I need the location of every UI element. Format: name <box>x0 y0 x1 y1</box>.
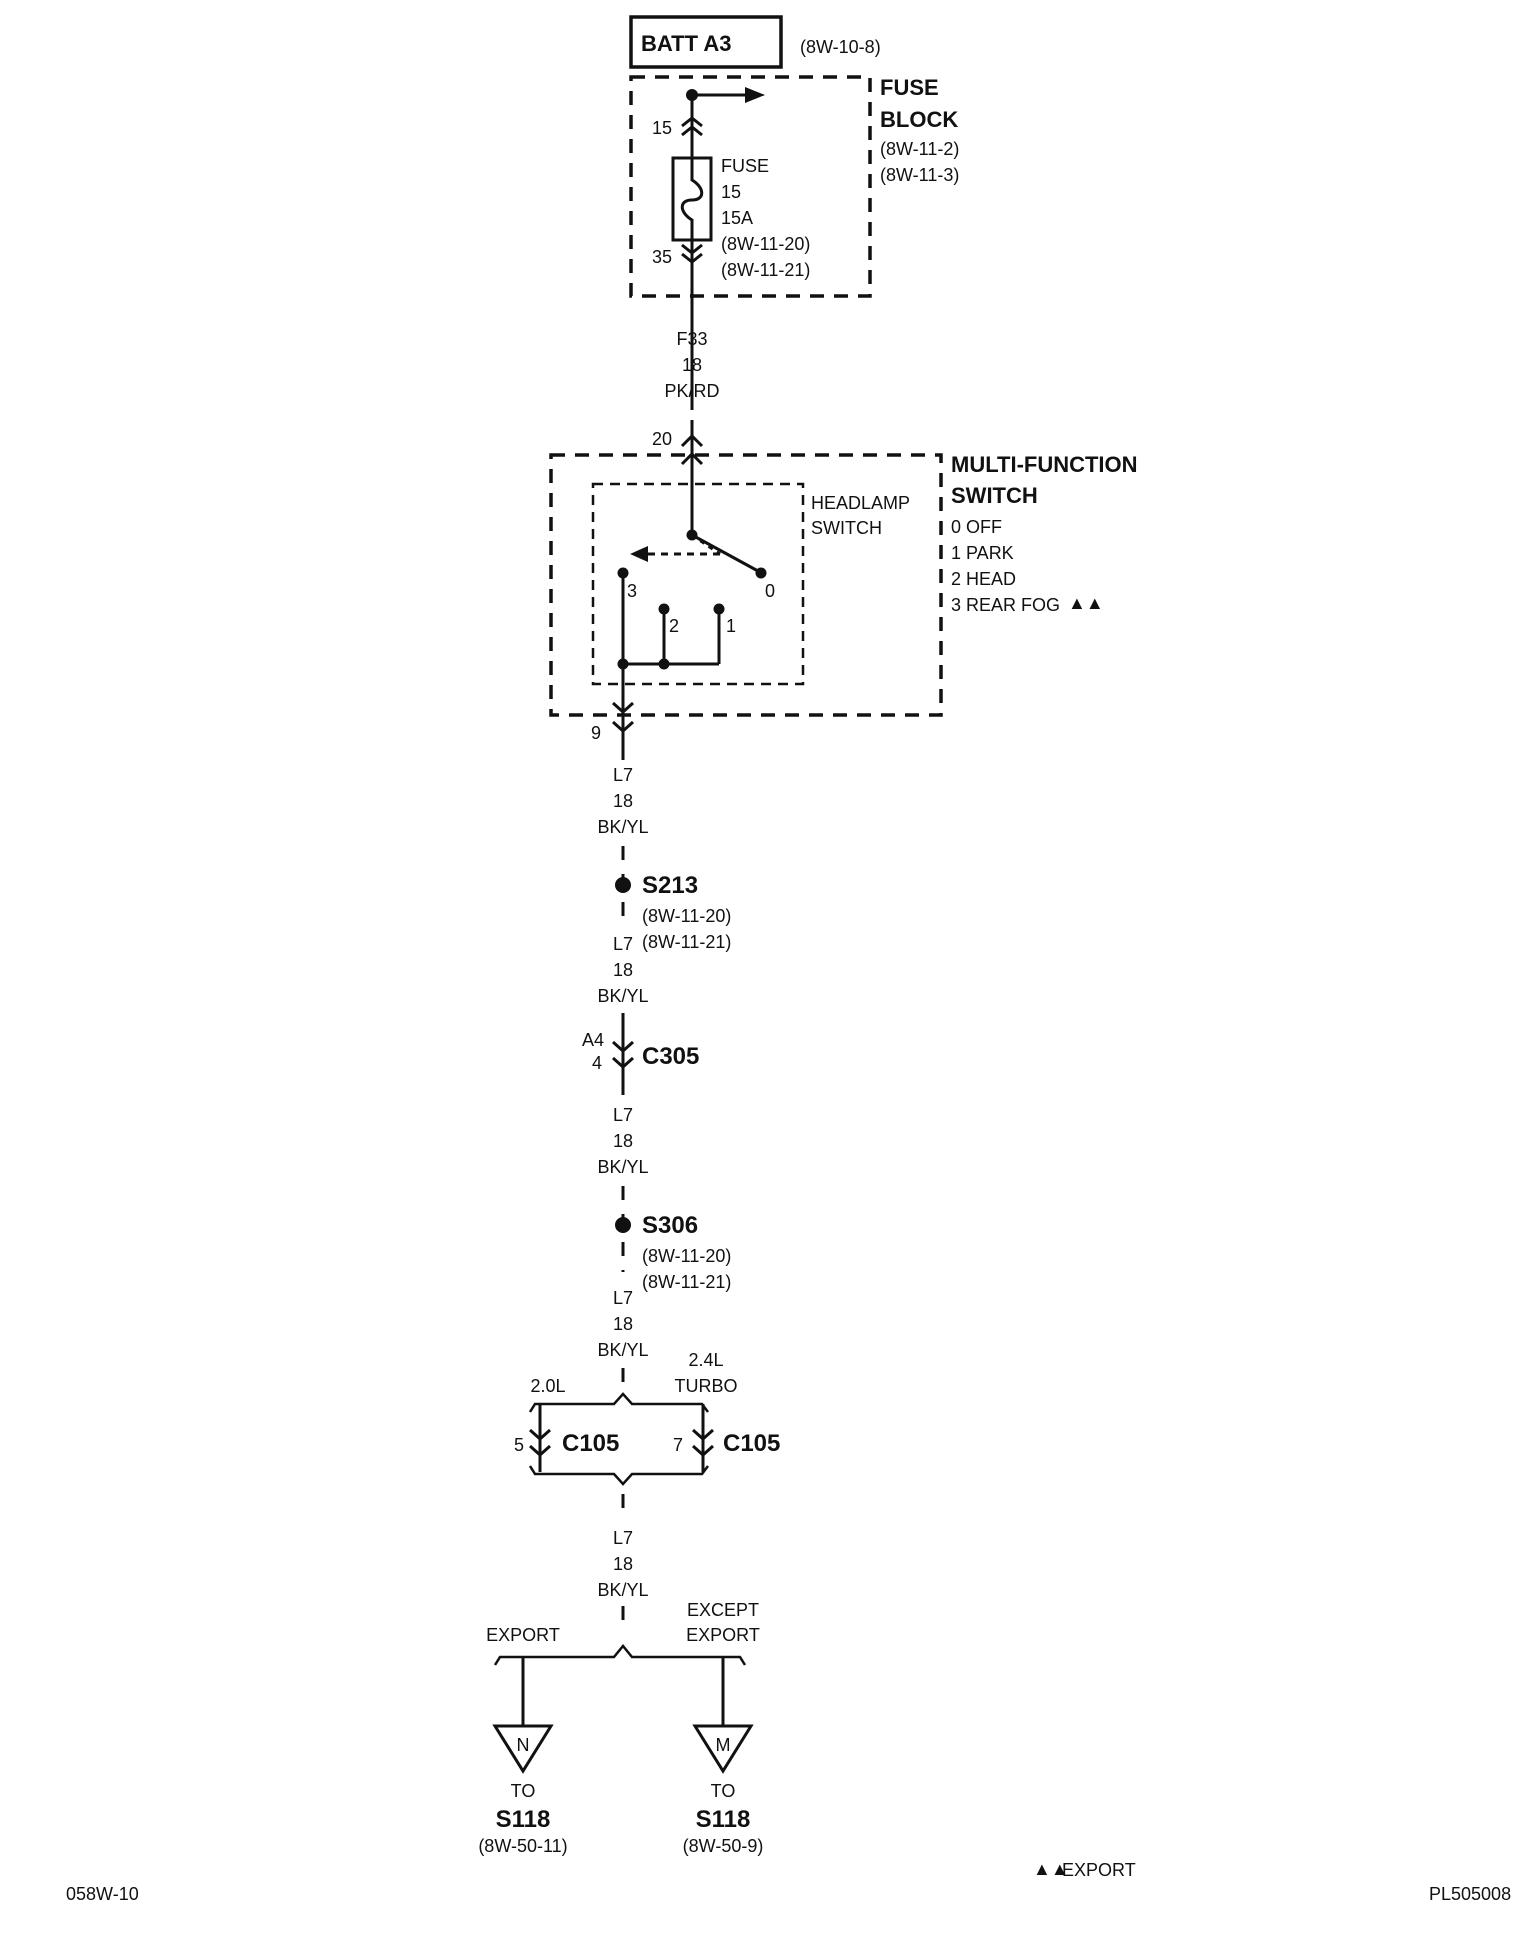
c305-pin-b: 4 <box>592 1053 602 1073</box>
wire-l7-circuit-1: L7 <box>613 765 633 785</box>
engine-right-label-2: TURBO <box>675 1376 738 1396</box>
splice-s306 <box>615 1217 631 1233</box>
fuse-line-3: 15A <box>721 208 753 228</box>
wire-l7-circuit-4: L7 <box>613 1288 633 1308</box>
destination-n-triangle-icon <box>492 1724 554 1774</box>
bus-arrow-icon <box>745 87 765 103</box>
c105-right-connector-icon <box>691 1428 715 1442</box>
wire-f33-circuit: F33 <box>676 329 707 349</box>
destination-n-letter: N <box>517 1735 530 1755</box>
fuse-line-1: FUSE <box>721 156 769 176</box>
engine-left-label: 2.0L <box>530 1376 565 1396</box>
mfs-title-1: MULTI-FUNCTION <box>951 452 1138 477</box>
s213-ref-2: (8W-11-21) <box>642 932 731 952</box>
batt-ref: (8W-10-8) <box>800 37 881 57</box>
market-right-label-1: EXCEPT <box>687 1600 759 1620</box>
wire-l7-circuit-3: L7 <box>613 1105 633 1125</box>
fuse-ref-2: (8W-11-21) <box>721 260 810 280</box>
fuse-in-connector-icon <box>681 116 703 128</box>
mfs-in-connector-icon <box>680 433 704 448</box>
mfs-boundary <box>549 453 943 717</box>
wire-l7-gauge-3: 18 <box>613 1131 633 1151</box>
wire-l7-gauge-1: 18 <box>613 791 633 811</box>
c105-right-name: C105 <box>723 1430 780 1457</box>
destination-m-to: TO <box>711 1781 736 1801</box>
wire-l7-color-4: BK/YL <box>597 1340 648 1360</box>
fuse-out-connector-icon <box>681 243 703 255</box>
s213-ref-1: (8W-11-20) <box>642 906 731 926</box>
wire-l7-color-5: BK/YL <box>597 1580 648 1600</box>
destination-m-triangle-icon <box>692 1724 754 1774</box>
mfs-position-0: 0 OFF <box>951 517 1002 537</box>
switch-direction-arrow-icon <box>630 546 648 562</box>
c105-left-connector-icon <box>528 1428 552 1442</box>
headlamp-switch-boundary <box>591 482 805 686</box>
market-right-label-2: EXPORT <box>686 1625 760 1645</box>
wire-l7-circuit-5: L7 <box>613 1528 633 1548</box>
s306-name: S306 <box>642 1212 698 1239</box>
wire-l7-color-2: BK/YL <box>597 986 648 1006</box>
contact-label-3: 3 <box>627 581 637 601</box>
export-marker: ▲▲ <box>1068 593 1104 613</box>
c105-left-name: C105 <box>562 1430 619 1457</box>
contact-label-2: 2 <box>669 616 679 636</box>
s306-ref-2: (8W-11-21) <box>642 1272 731 1292</box>
engine-split-brace-top <box>528 1392 709 1413</box>
engine-right-label-1: 2.4L <box>688 1350 723 1370</box>
c305-connector-icon <box>611 1040 635 1054</box>
wire-f33-gauge: 18 <box>682 355 702 375</box>
footer-page-code: 058W-10 <box>66 1884 139 1904</box>
market-left-label: EXPORT <box>486 1625 560 1645</box>
market-split-brace <box>493 1644 747 1666</box>
fuse-line-2: 15 <box>721 182 741 202</box>
mfs-pin-out: 9 <box>591 723 601 743</box>
headlamp-title-1: HEADLAMP <box>811 493 910 513</box>
wire-l7-color-3: BK/YL <box>597 1157 648 1177</box>
c305-name: C305 <box>642 1043 699 1070</box>
fuse-ref-1: (8W-11-20) <box>721 234 810 254</box>
mfs-position-1: 1 PARK <box>951 543 1014 563</box>
destination-m-name: S118 <box>696 1806 751 1833</box>
headlamp-title-2: SWITCH <box>811 518 882 538</box>
destination-n-to: TO <box>511 1781 536 1801</box>
wire-l7-color-1: BK/YL <box>597 817 648 837</box>
wire-l7-circuit-2: L7 <box>613 934 633 954</box>
contact-label-1: 1 <box>726 616 736 636</box>
engine-split-brace-bottom <box>528 1465 709 1486</box>
footer-legend-text: EXPORT <box>1062 1860 1136 1880</box>
wire-f33-color: PK/RD <box>664 381 719 401</box>
fuse-block-title-1: FUSE <box>880 75 939 100</box>
mfs-position-3: 3 REAR FOG <box>951 595 1060 615</box>
fuse-block-ref-2: (8W-11-3) <box>880 165 959 185</box>
destination-n-name: S118 <box>496 1806 551 1833</box>
mfs-position-2: 2 HEAD <box>951 569 1016 589</box>
wire-l7-gauge-4: 18 <box>613 1314 633 1334</box>
fuse-wave-icon <box>680 158 704 240</box>
s306-ref-1: (8W-11-20) <box>642 1246 731 1266</box>
destination-m-letter: M <box>716 1735 731 1755</box>
footer-diagram-id: PL505008 <box>1429 1884 1511 1904</box>
wire-l7-gauge-5: 18 <box>613 1554 633 1574</box>
c305-pin-a: A4 <box>582 1030 604 1050</box>
fuse-block-boundary <box>629 75 872 298</box>
footer-legend-marker: ▲▲ <box>1033 1859 1069 1879</box>
fuse-block-title-2: BLOCK <box>880 107 958 132</box>
s213-name: S213 <box>642 872 698 899</box>
wire-l7-gauge-2: 18 <box>613 960 633 980</box>
destination-m-ref: (8W-50-9) <box>683 1836 764 1856</box>
mfs-out-connector-icon <box>611 701 635 715</box>
mfs-title-2: SWITCH <box>951 483 1038 508</box>
contact-label-0: 0 <box>765 581 775 601</box>
batt-label: BATT A3 <box>641 31 731 56</box>
c105-right-pin: 7 <box>673 1435 683 1455</box>
fuse-pin-out: 35 <box>652 247 672 267</box>
fuse-pin-in: 15 <box>652 118 672 138</box>
fuse-block-ref-1: (8W-11-2) <box>880 139 959 159</box>
splice-s213 <box>615 877 631 893</box>
c105-left-pin: 5 <box>514 1435 524 1455</box>
destination-n-ref: (8W-50-11) <box>478 1836 567 1856</box>
mfs-pin-in: 20 <box>652 429 672 449</box>
batt-box <box>629 15 783 69</box>
